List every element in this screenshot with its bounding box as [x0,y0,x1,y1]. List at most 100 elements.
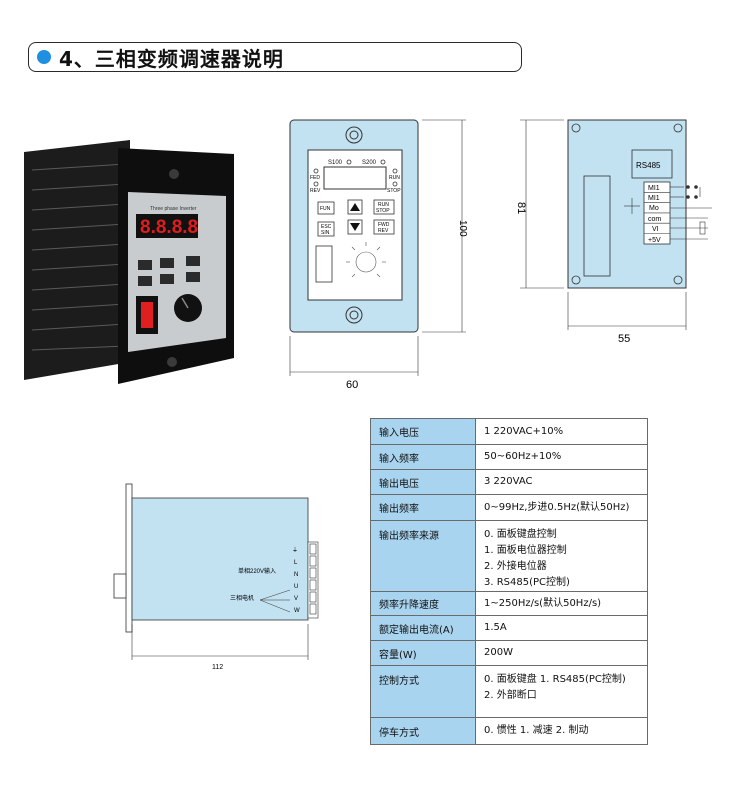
terminal-vi: VI [652,226,659,233]
spec-label: 控制方式 [370,665,476,718]
spec-row: 容量(W) 200W [370,640,648,666]
side-terminal-w: W [294,608,300,614]
led-icon [380,159,386,165]
spec-label: 输出电压 [370,469,476,495]
label-s200: S200 [362,160,377,166]
display-window [323,166,387,190]
photo-screw-icon [167,357,177,367]
fwd-rev-label-1: FWD [378,222,390,228]
rs485-port [631,149,673,179]
fun-button [317,201,335,215]
spec-value-line: 1. 面板电位器控制 [484,545,567,556]
photo-button [138,260,152,270]
knob-icon [346,242,386,278]
terminal-mi1-b: MI1 [648,195,660,202]
spec-value-line: 0. 惯性 1. 减速 2. 制动 [484,725,589,736]
side-terminal-n: N [294,572,298,578]
run-stop-label-1: RUN [378,202,389,208]
module-outline [583,175,611,277]
side-terminal-v: V [294,596,298,602]
spec-value-line: 50~60Hz+10% [484,451,562,462]
side-knob [113,573,127,599]
photo-display [136,214,198,238]
spec-label: 频率升降速度 [370,591,476,616]
section-header: 4、三相变频调速器说明 [28,42,522,72]
led-icon [313,181,319,187]
esc-button [317,221,335,237]
spec-row: 控制方式 0. 面板键盘 1. RS485(PC控制) 2. 外部断口 [370,665,648,718]
spec-row: 额定输出电流(A)1.5A [370,615,648,641]
power-input-label: 单相220V输入 [238,567,276,575]
spec-label: 容量(W) [370,640,476,666]
corner-hole-icon [673,123,683,133]
terminal-com: com [648,216,661,223]
side-terminal-l: L [294,560,298,566]
spec-value: 200W [475,640,648,666]
photo-screw-icon [169,169,179,179]
photo-brand-text: Three phase Inverter [150,206,197,212]
corner-hole-icon [571,275,581,285]
label-s100: S100 [328,160,343,166]
bullet-dot-icon [37,50,51,64]
fwd-rev-label-2: REV [378,228,389,234]
motor-label: 三相电机 [230,594,254,602]
led-icon [392,168,398,174]
terminal-mi1-a: MI1 [648,185,660,192]
spec-value-line: 1 220VAC+10% [484,425,564,437]
esc-label-2: SIN [321,230,330,236]
label-stop: STOP [387,188,401,194]
side-terminal-u: U [294,584,298,590]
led-icon [392,181,398,187]
photo-body-side [24,140,130,380]
spec-row: 频率升降速度 1~250Hz/s(默认50Hz/s) [370,591,648,616]
spec-value-line: 1~250Hz/s(默认50Hz/s) [484,597,602,609]
spec-value-line: 1.5A [484,622,507,633]
dim-height-label: 100 [457,220,468,237]
spec-value-line: 200W [484,647,513,658]
side-flange [125,483,133,633]
spec-value-line: 0. 面板键盘 1. RS485(PC控制) [484,674,626,685]
photo-button [186,272,200,282]
run-stop-label-2: STOP [376,208,390,214]
spec-value-line: 2. 外接电位器 [484,561,547,572]
photo-button [160,258,174,268]
fwd-rev-button [373,219,395,235]
dim-width-label: 60 [346,379,358,391]
spec-value-line: 0. 面板键盘控制 [484,529,557,540]
spec-value-line: 2. 外部断口 [484,690,537,701]
arrow-down-icon [350,223,360,231]
spec-label: 输出频率来源 [370,520,476,592]
spec-value: 50~60Hz+10% [475,444,648,470]
corner-hole-icon [571,123,581,133]
side-dim-width-label: 112 [212,664,223,671]
wiring-icon [670,185,712,240]
heatsink-fins-icon [31,163,127,351]
side-terminal-strip [307,541,319,619]
spec-value: 0. 面板键盘 1. RS485(PC控制) 2. 外部断口 [475,665,648,718]
spec-value: 1~250Hz/s(默认50Hz/s) [475,591,648,616]
fun-button-label: FUN [320,206,331,212]
corner-hole-icon [673,275,683,285]
terminal-mo: Mo [649,205,659,212]
front-panel-drawing: S100 S200 FED REV RUN STOP FUN RUN STOP … [289,119,468,391]
mount-hole-icon [345,306,363,324]
spec-value: 0~99Hz,步进0.5Hz(默认50Hz) [475,494,648,521]
spec-value: 3 220VAC [475,469,648,495]
spec-value: 1.5A [475,615,648,641]
spec-label: 输出频率 [370,494,476,521]
label-fed: FED [310,175,320,181]
side-drawing: ⏚ L N U V W 单相220V输入 三相电机 112 [113,483,319,671]
switch-outline [315,245,333,283]
back-dim-height-label: 81 [515,202,527,214]
photo-switch-rocker [141,302,153,328]
photo-button [138,276,152,286]
back-dim-width-label: 55 [618,333,630,345]
